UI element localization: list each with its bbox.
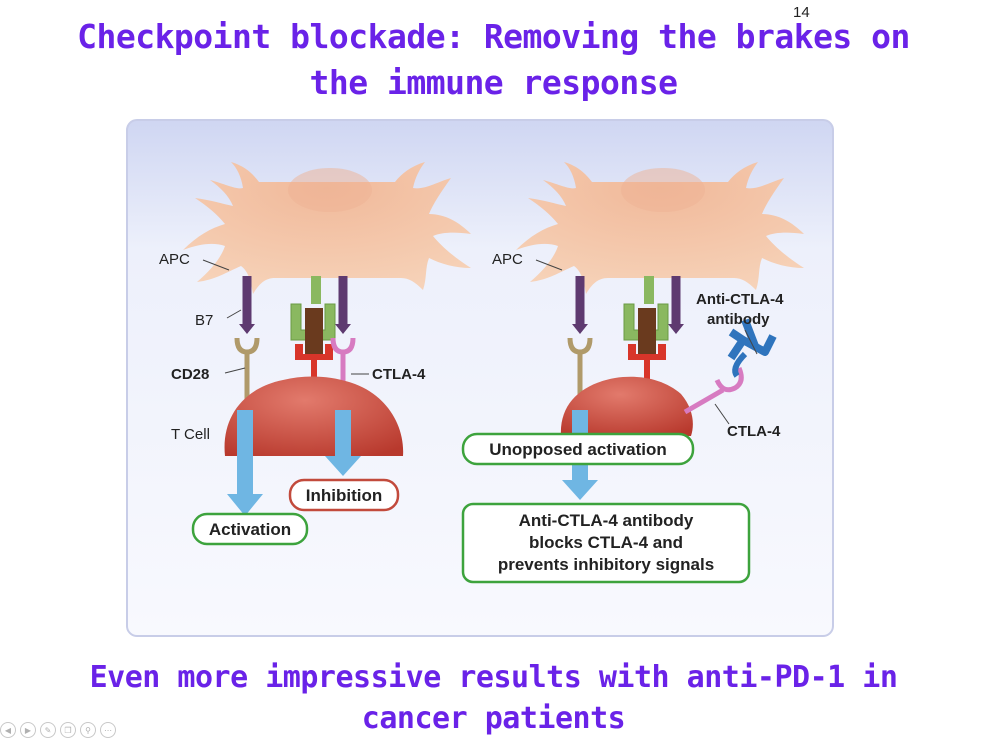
slide-number: 14: [793, 4, 810, 21]
footer-line-1: Even more impressive results with anti-P…: [89, 660, 898, 695]
footer-line-2: cancer patients: [361, 701, 626, 736]
label-apc-right: APC: [492, 251, 523, 268]
label-antibody-line1: Anti-CTLA-4: [696, 291, 784, 308]
player-controls: ◀ ▶ ✎ ❐ ⚲ ⋯: [0, 722, 116, 740]
inhibition-box: Inhibition: [288, 478, 400, 512]
unopposed-activation-label: Unopposed activation: [489, 440, 667, 459]
ctla4-receptor-right: [683, 367, 744, 415]
pen-icon[interactable]: ✎: [40, 722, 56, 738]
explanation-line-3: prevents inhibitory signals: [498, 555, 714, 574]
checkpoint-diagram: APC B7 CD28 CTLA-4 T Cell Inhibition Act…: [125, 118, 835, 638]
unopposed-activation-box: Unopposed activation: [461, 432, 695, 466]
title-line-1: Checkpoint blockade: Removing the brakes…: [77, 17, 910, 56]
label-t-cell: T Cell: [171, 426, 210, 443]
zoom-icon[interactable]: ⚲: [80, 722, 96, 738]
b7-ligand-right: [572, 324, 588, 334]
b7-ligand-left: [239, 324, 255, 334]
label-ctla4-left: CTLA-4: [372, 366, 426, 383]
activation-label: Activation: [209, 520, 291, 539]
more-icon[interactable]: ⋯: [100, 722, 116, 738]
tcr-left: [295, 344, 333, 360]
slide-title: Checkpoint blockade: Removing the brakes…: [0, 14, 987, 106]
activation-box: Activation: [191, 512, 309, 546]
diagram-svg: APC B7 CD28 CTLA-4 T Cell Inhibition Act…: [126, 119, 834, 637]
copy-icon[interactable]: ❐: [60, 722, 76, 738]
label-ctla4-right: CTLA-4: [727, 423, 781, 440]
label-cd28: CD28: [171, 366, 209, 383]
inhibition-label: Inhibition: [306, 486, 382, 505]
slide-footer: Even more impressive results with anti-P…: [0, 657, 987, 739]
explanation-line-2: blocks CTLA-4 and: [529, 533, 683, 552]
mhc-complex-left: [290, 276, 336, 360]
tcr-right: [628, 344, 666, 360]
prev-icon[interactable]: ◀: [0, 722, 16, 738]
right-panel: APC Anti-CTLA-4 antibody CTLA-4 Unoppose…: [461, 162, 804, 584]
right-apc-cell: [516, 162, 804, 294]
left-panel: APC B7 CD28 CTLA-4 T Cell Inhibition Act…: [159, 162, 471, 546]
left-t-cell: [224, 376, 404, 456]
inhibition-arrow: [325, 410, 361, 476]
label-apc-left: APC: [159, 251, 190, 268]
explanation-line-1: Anti-CTLA-4 antibody: [519, 511, 694, 530]
antibody-explanation-box: Anti-CTLA-4 antibody blocks CTLA-4 and p…: [461, 502, 751, 584]
anti-ctla4-antibody: [727, 318, 777, 378]
title-line-2: the immune response: [309, 63, 679, 102]
label-antibody-line2: antibody: [707, 311, 770, 328]
left-apc-cell: [183, 162, 471, 294]
activation-arrow: [227, 410, 263, 516]
play-icon[interactable]: ▶: [20, 722, 36, 738]
label-b7: B7: [195, 312, 213, 329]
right-t-cell: [560, 376, 693, 436]
mhc-complex-right: [623, 276, 669, 360]
